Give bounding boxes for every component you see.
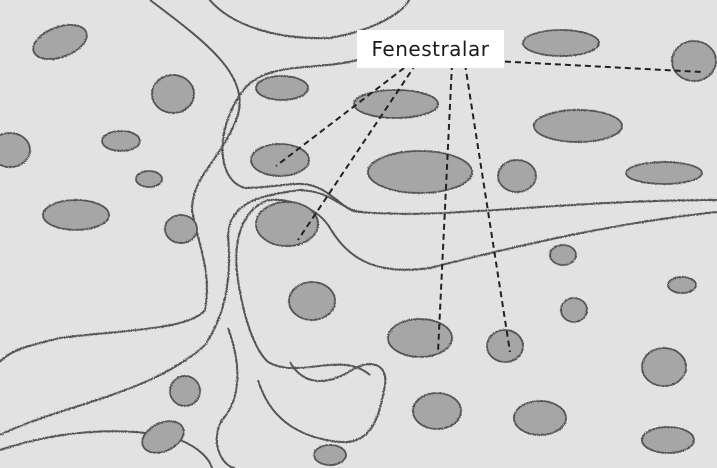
contour-lower-left-loop: [217, 328, 238, 468]
fenestra: [642, 427, 694, 453]
leader-line: [465, 64, 510, 352]
fenestra: [642, 348, 686, 386]
fenestra: [550, 245, 576, 265]
fenestra: [534, 110, 622, 142]
leader-lines: [276, 60, 702, 352]
label-box: Fenestralar: [357, 30, 504, 68]
fenestra: [314, 445, 346, 465]
fenestra: [256, 76, 308, 100]
fenestra: [251, 144, 309, 176]
fenestra: [413, 393, 461, 429]
fenestra: [137, 415, 189, 459]
fenestra: [672, 41, 716, 81]
fenestra: [523, 30, 599, 56]
fenestra: [136, 171, 162, 187]
fenestra: [165, 215, 197, 243]
fenestra: [561, 298, 587, 322]
contour-lower-middle-loop: [258, 362, 385, 442]
fenestra: [498, 160, 536, 192]
fenestrae: [0, 18, 716, 465]
fenestra: [152, 75, 194, 113]
leader-line: [475, 60, 702, 72]
fenestra: [626, 162, 702, 184]
fenestra: [354, 90, 438, 118]
fenestra: [487, 330, 523, 362]
fenestralar-label: Fenestralar: [372, 37, 490, 61]
fenestra: [170, 376, 200, 406]
fenestra: [289, 282, 335, 320]
fenestra: [514, 401, 566, 435]
fenestra: [668, 277, 696, 293]
fenestra: [102, 131, 140, 151]
fenestra: [29, 18, 92, 65]
fenestra: [388, 319, 452, 357]
leader-line: [438, 64, 452, 352]
fenestra: [43, 200, 109, 230]
fenestra: [368, 151, 472, 193]
fenestra: [0, 133, 30, 167]
